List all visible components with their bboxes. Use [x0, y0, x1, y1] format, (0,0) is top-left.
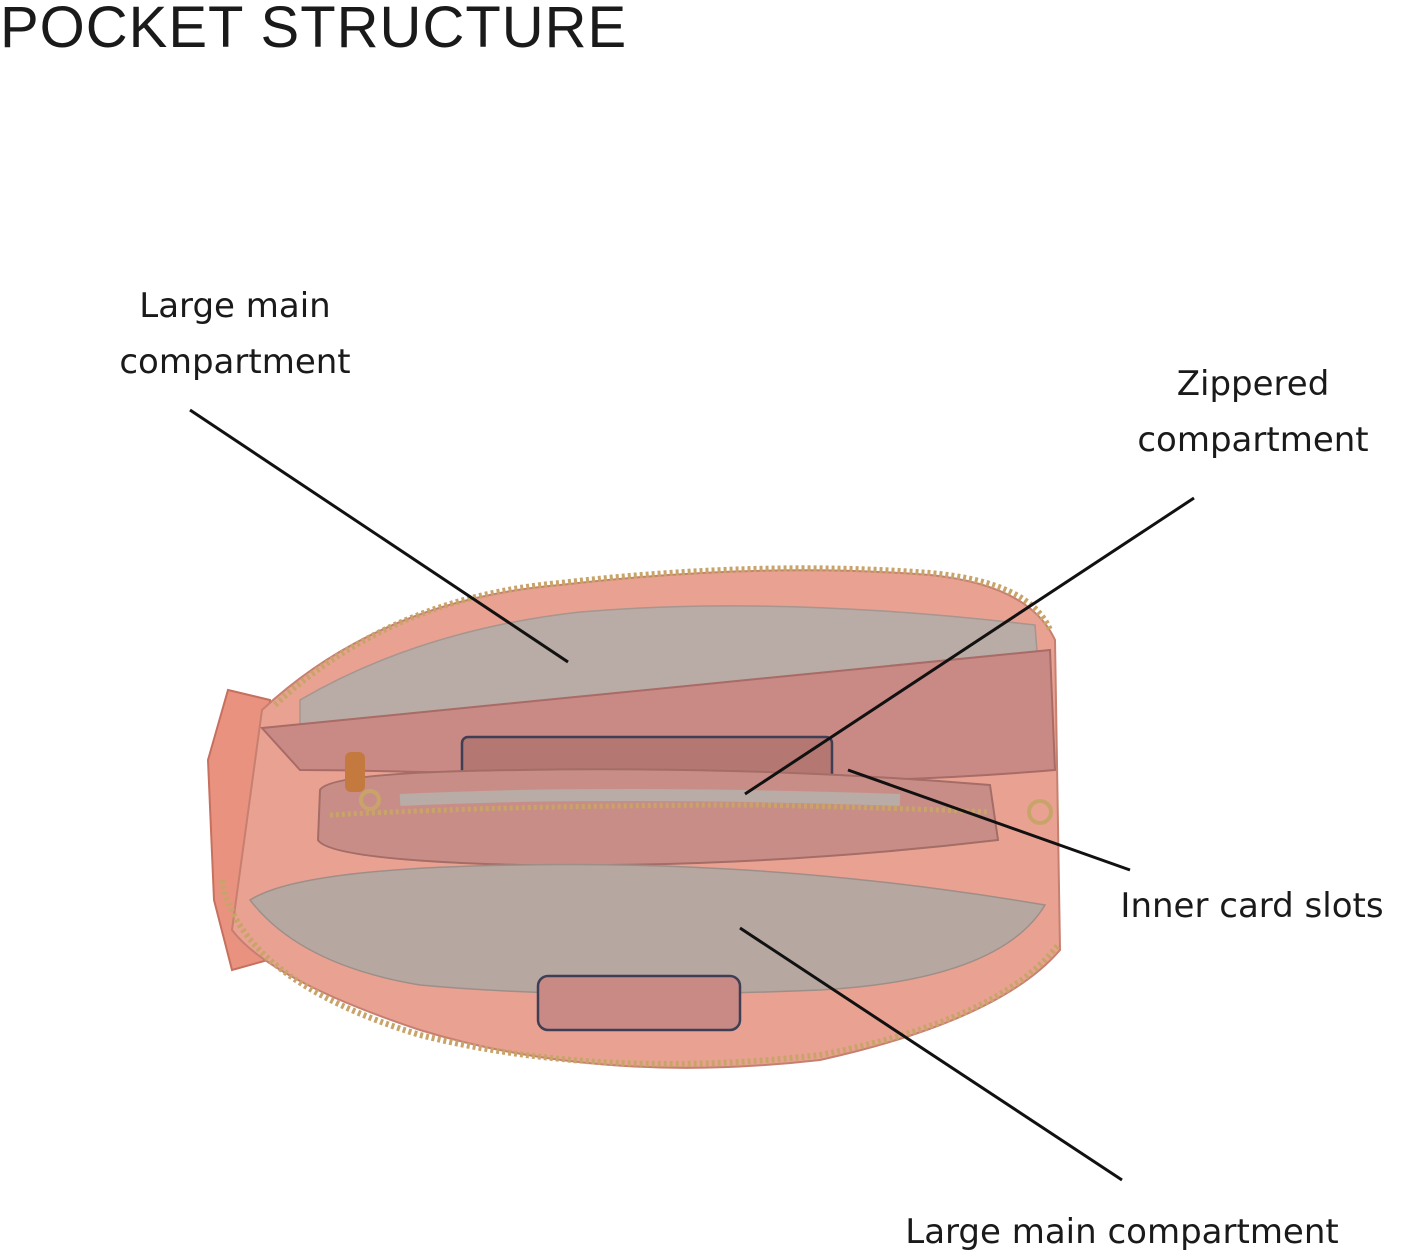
- label-zippered-compartment: Zippered compartment: [1118, 356, 1388, 468]
- zipper-tab-left: [345, 752, 365, 792]
- bottom-lining: [248, 863, 1047, 995]
- zipper-pull-left: [359, 789, 381, 811]
- label-line: Zippered: [1176, 364, 1330, 404]
- brand-tab: [536, 974, 742, 1032]
- label-inner-card-slots: Inner card slots: [1120, 886, 1384, 926]
- zippered-compartment: [316, 768, 1000, 867]
- middle-zipper-lining: [399, 789, 901, 806]
- leader-line-bottom-main: [739, 926, 1123, 1182]
- label-bottom-main-compartment: Large main compartment: [905, 1212, 1339, 1252]
- top-zipper: [272, 565, 1053, 708]
- label-line: compartment: [1137, 420, 1369, 460]
- leader-line-zippered: [744, 496, 1195, 796]
- bottom-zipper: [219, 879, 1061, 1067]
- zipper-pull-right: [1027, 799, 1053, 825]
- page-title: POCKET STRUCTURE: [0, 0, 628, 60]
- leader-line-top-main: [189, 408, 569, 664]
- label-line: Large main: [139, 286, 331, 326]
- middle-zipper: [329, 802, 991, 818]
- leader-line-inner-cards: [847, 768, 1131, 872]
- label-line: compartment: [119, 342, 351, 382]
- label-top-main-compartment: Large main compartment: [100, 278, 370, 390]
